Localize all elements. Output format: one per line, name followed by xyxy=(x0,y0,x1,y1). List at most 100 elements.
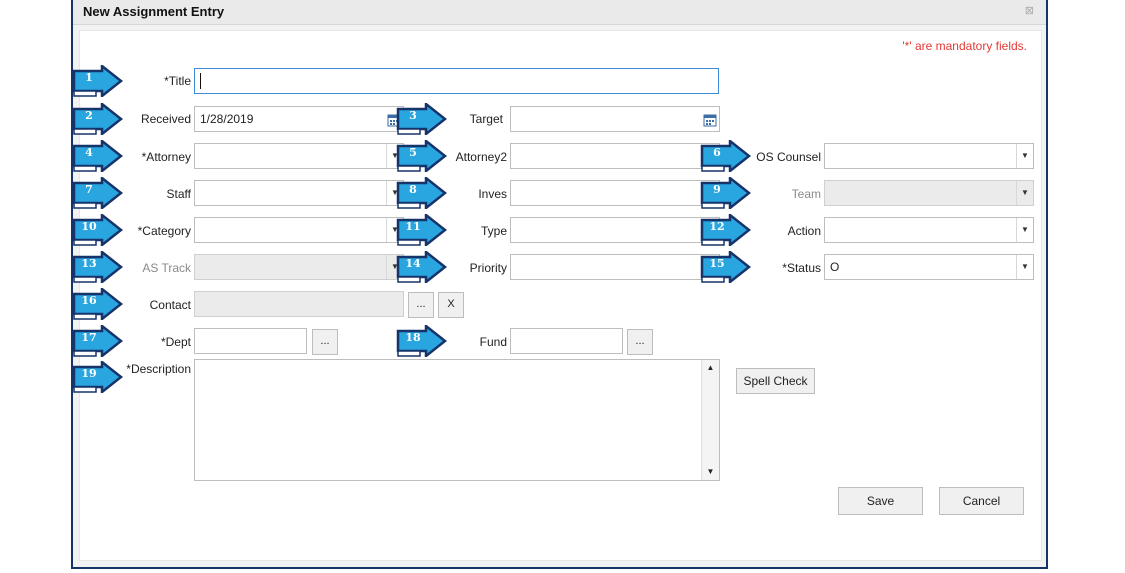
callout-arrow-3: 3 xyxy=(396,103,448,135)
callout-number: 15 xyxy=(709,257,725,270)
callout-arrow-10: 10 xyxy=(72,214,124,246)
title-input[interactable] xyxy=(194,68,719,94)
title-label: *Title xyxy=(164,74,191,88)
callout-number: 7 xyxy=(85,183,93,196)
description-textarea[interactable]: ▲ ▼ xyxy=(194,359,720,481)
callout-arrow-11: 11 xyxy=(396,214,448,246)
callout-arrow-1: 1 xyxy=(72,65,124,97)
priority-select[interactable] xyxy=(510,254,720,280)
priority-label: Priority xyxy=(469,261,507,275)
text-caret xyxy=(200,73,201,89)
inves-label: Inves xyxy=(478,187,507,201)
callout-arrow-13: 13 xyxy=(72,251,124,283)
description-scrollbar[interactable]: ▲ ▼ xyxy=(701,360,719,480)
dialog-titlebar: New Assignment Entry ⊠ xyxy=(73,0,1046,25)
action-select[interactable]: ▼ xyxy=(824,217,1034,243)
callout-number: 6 xyxy=(713,146,721,159)
target-date-field[interactable] xyxy=(510,106,720,132)
callout-number: 11 xyxy=(405,220,421,233)
scroll-down-icon[interactable]: ▼ xyxy=(706,467,715,476)
type-select[interactable] xyxy=(510,217,720,243)
scroll-up-icon[interactable]: ▲ xyxy=(706,363,715,372)
callout-number: 9 xyxy=(713,183,721,196)
callout-arrow-19: 19 xyxy=(72,361,124,393)
callout-number: 12 xyxy=(709,220,725,233)
received-date-field[interactable]: 1/28/2019 xyxy=(194,106,404,132)
callout-arrow-2: 2 xyxy=(72,103,124,135)
type-label: Type xyxy=(480,224,507,238)
callout-number: 13 xyxy=(81,257,97,270)
callout-arrow-14: 14 xyxy=(396,251,448,283)
callout-number: 19 xyxy=(81,367,97,380)
calendar-icon[interactable] xyxy=(703,111,717,127)
status-select[interactable]: O ▼ xyxy=(824,254,1034,280)
callout-number: 5 xyxy=(409,146,417,159)
as-track-label: AS Track xyxy=(142,261,191,275)
team-label: Team xyxy=(791,187,821,201)
callout-number: 2 xyxy=(85,109,93,122)
callout-number: 17 xyxy=(81,331,97,344)
callout-arrow-18: 18 xyxy=(396,325,448,357)
chevron-down-icon[interactable]: ▼ xyxy=(1016,144,1033,168)
received-label: Received xyxy=(140,112,191,126)
spell-check-button[interactable]: Spell Check xyxy=(736,368,815,394)
callout-arrow-7: 7 xyxy=(72,177,124,209)
os-counsel-select[interactable]: ▼ xyxy=(824,143,1034,169)
callout-number: 14 xyxy=(405,257,421,270)
callout-number: 10 xyxy=(81,220,97,233)
inves-select[interactable] xyxy=(510,180,720,206)
callout-arrow-16: 16 xyxy=(72,288,124,320)
callout-arrow-9: 9 xyxy=(700,177,752,209)
staff-select[interactable]: ▼ xyxy=(194,180,404,206)
contact-clear-button[interactable]: X xyxy=(438,292,464,318)
callout-number: 18 xyxy=(405,331,421,344)
status-value: O xyxy=(830,260,840,274)
contact-browse-button[interactable]: ... xyxy=(408,292,434,318)
staff-label: Staff xyxy=(166,187,191,201)
mandatory-note: '*' are mandatory fields. xyxy=(902,39,1027,53)
chevron-down-icon[interactable]: ▼ xyxy=(1016,255,1033,279)
os-counsel-label: OS Counsel xyxy=(756,150,821,164)
attorney-select[interactable]: ▼ xyxy=(194,143,404,169)
chevron-down-icon[interactable]: ▼ xyxy=(386,218,403,242)
attorney2-select[interactable] xyxy=(510,143,720,169)
target-label: Target xyxy=(469,112,503,126)
status-label: *Status xyxy=(782,261,821,275)
category-label: *Category xyxy=(137,224,191,238)
received-value: 1/28/2019 xyxy=(200,112,254,126)
callout-arrow-5: 5 xyxy=(396,140,448,172)
callout-arrow-8: 8 xyxy=(396,177,448,209)
callout-number: 8 xyxy=(409,183,417,196)
contact-field xyxy=(194,291,404,317)
team-select: ▼ xyxy=(824,180,1034,206)
dept-label: *Dept xyxy=(160,335,191,349)
callout-arrow-12: 12 xyxy=(700,214,752,246)
chevron-down-icon[interactable]: ▼ xyxy=(386,144,403,168)
fund-browse-button[interactable]: ... xyxy=(627,329,653,355)
callout-number: 4 xyxy=(85,146,93,159)
callout-number: 16 xyxy=(81,294,97,307)
contact-label: Contact xyxy=(149,298,191,312)
chevron-down-icon: ▼ xyxy=(1016,181,1033,205)
dept-input[interactable] xyxy=(194,328,307,354)
chevron-down-icon[interactable]: ▼ xyxy=(386,181,403,205)
description-label: *Description xyxy=(126,362,191,376)
dept-browse-button[interactable]: ... xyxy=(312,329,338,355)
callout-arrow-6: 6 xyxy=(700,140,752,172)
category-select[interactable]: ▼ xyxy=(194,217,404,243)
close-icon[interactable]: ⊠ xyxy=(1024,5,1034,17)
callout-number: 1 xyxy=(85,71,93,84)
callout-arrow-17: 17 xyxy=(72,325,124,357)
chevron-down-icon: ▼ xyxy=(386,255,403,279)
save-button[interactable]: Save xyxy=(838,487,923,515)
callout-arrow-15: 15 xyxy=(700,251,752,283)
dialog-title: New Assignment Entry xyxy=(83,4,225,19)
attorney2-label: Attorney2 xyxy=(455,150,507,164)
action-label: Action xyxy=(787,224,821,238)
as-track-select: ▼ xyxy=(194,254,404,280)
attorney-label: *Attorney xyxy=(141,150,191,164)
cancel-button[interactable]: Cancel xyxy=(939,487,1024,515)
fund-input[interactable] xyxy=(510,328,623,354)
callout-arrow-4: 4 xyxy=(72,140,124,172)
chevron-down-icon[interactable]: ▼ xyxy=(1016,218,1033,242)
